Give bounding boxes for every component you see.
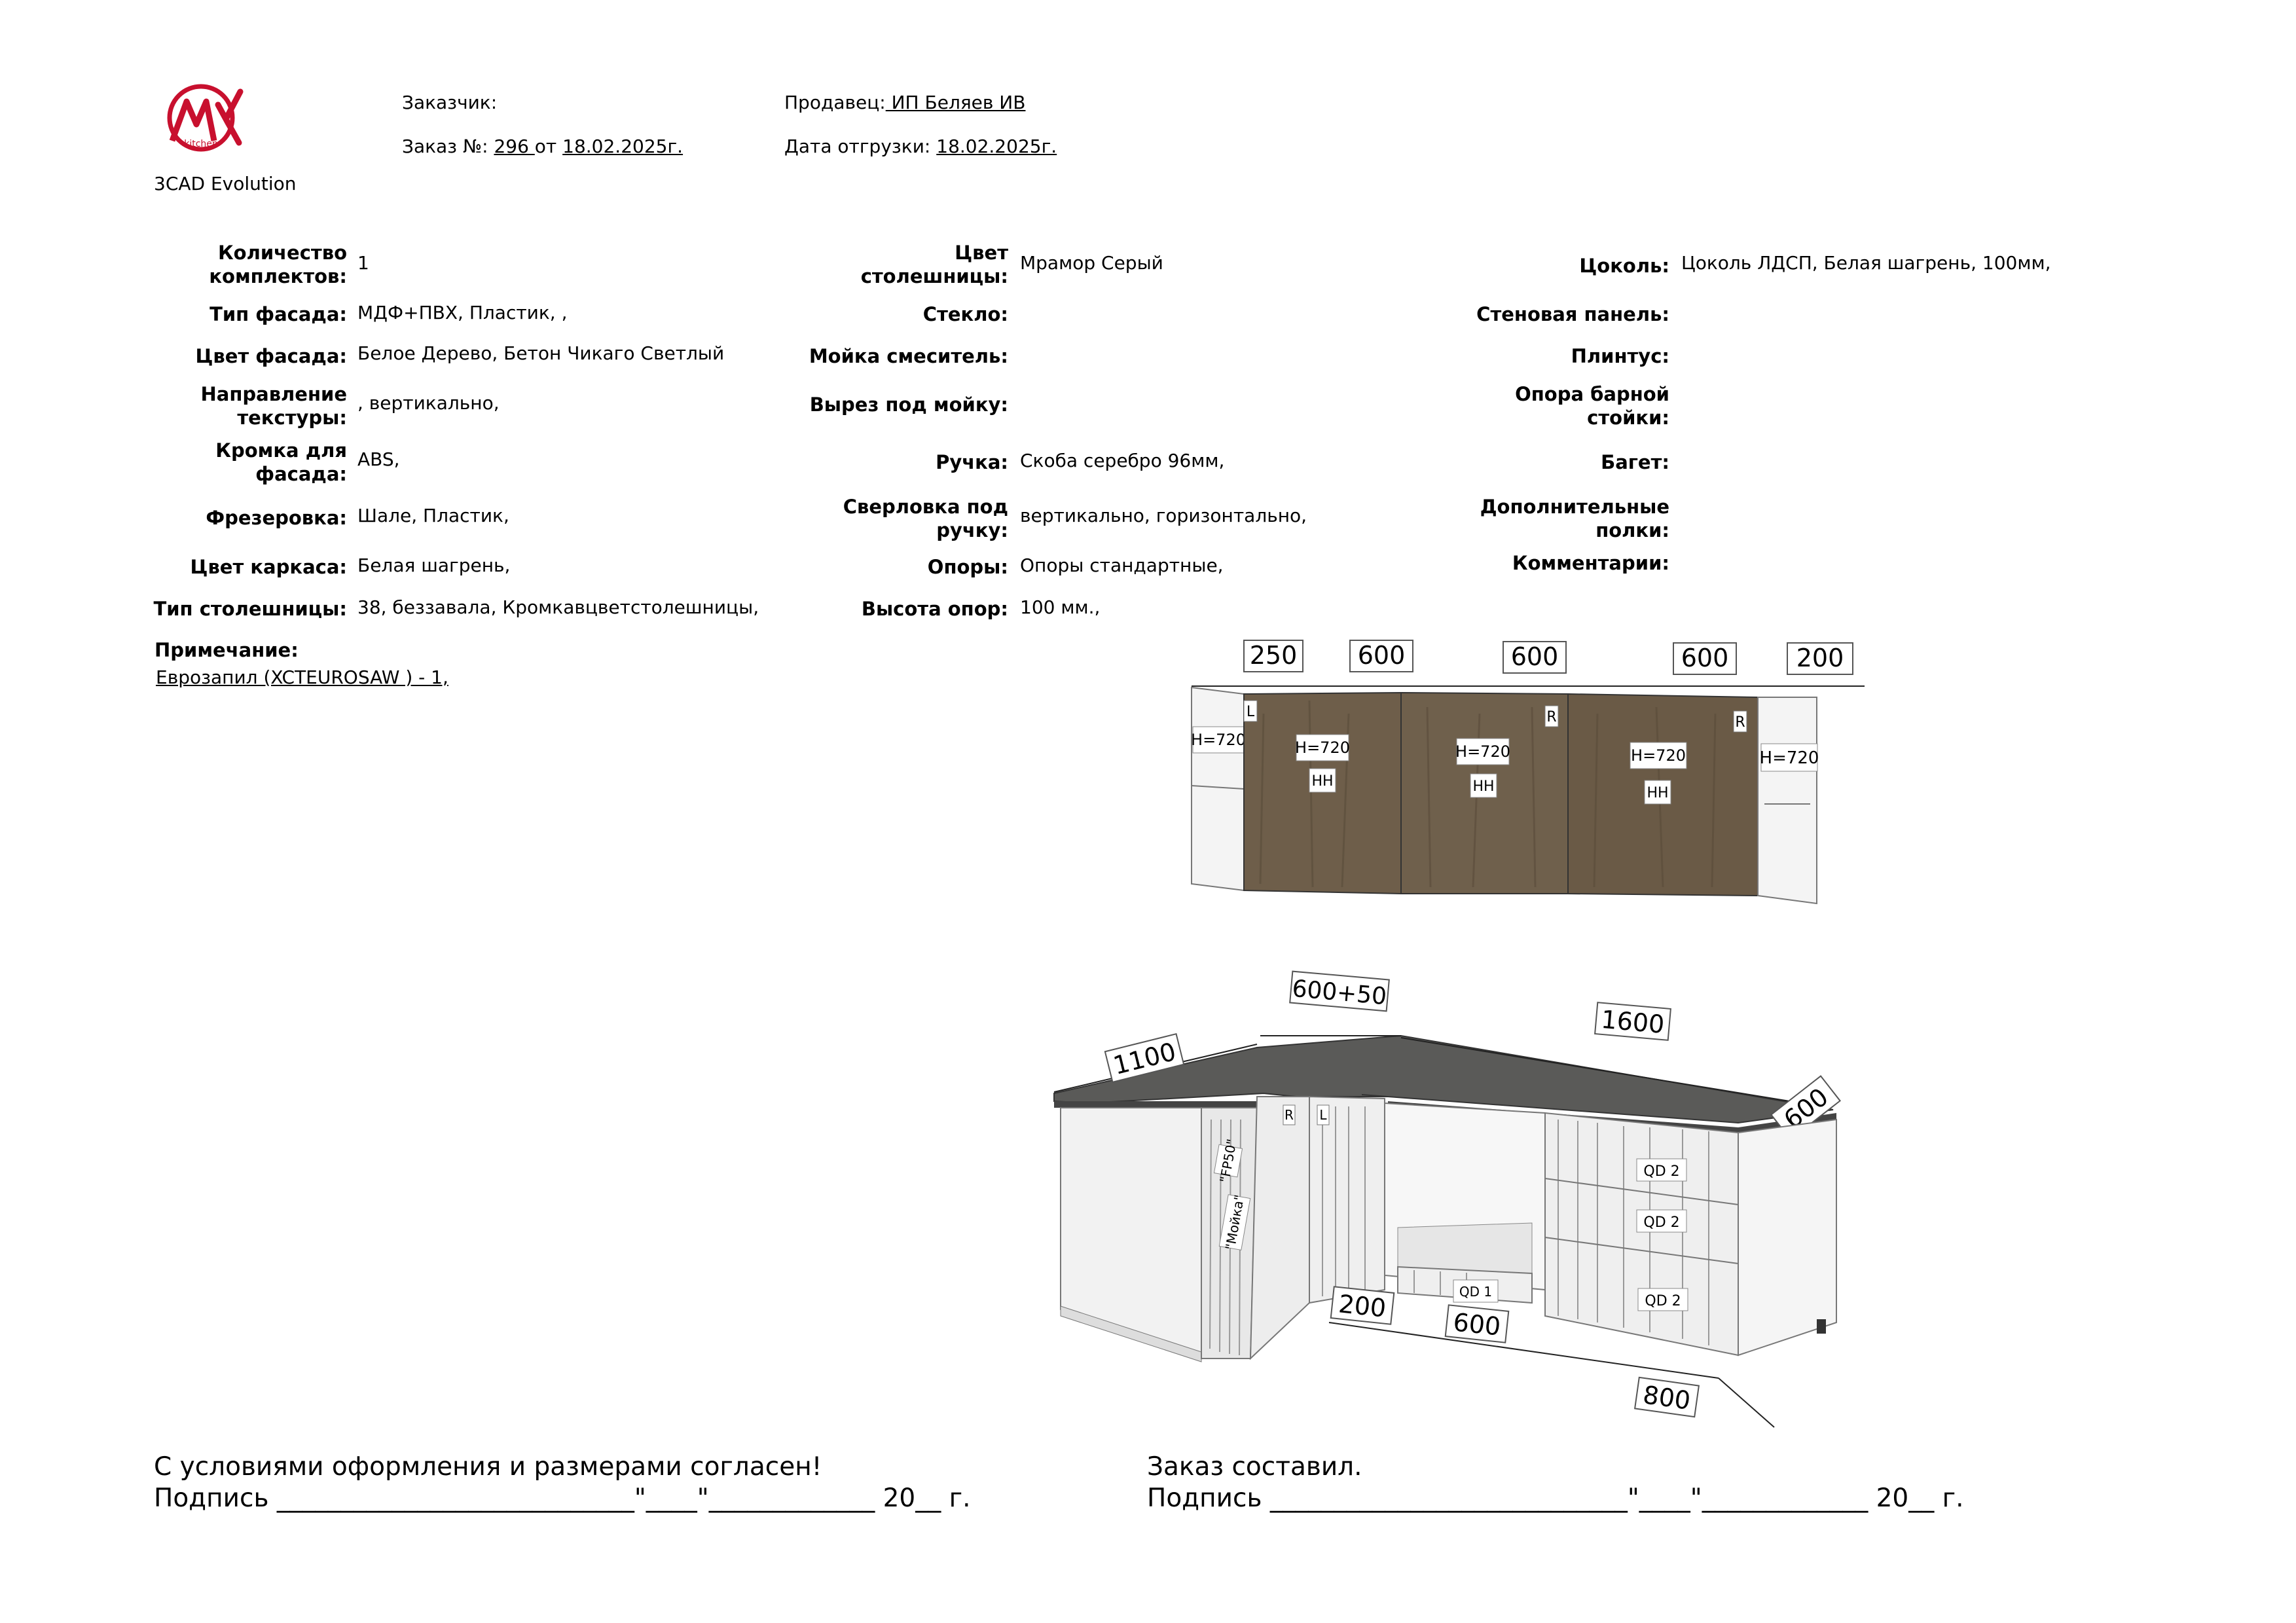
- upper-hh-2: HH: [1472, 778, 1494, 795]
- upper-left-shelf: H=720: [1191, 686, 1246, 892]
- lower-qd2-label-a: QD 2: [1643, 1163, 1679, 1180]
- lower-r-label: R: [1285, 1107, 1294, 1123]
- spec-value-texture: , вертикально,: [357, 392, 500, 414]
- lower-dims-bottom: 200 600 800: [1330, 1286, 1700, 1418]
- footer-right-signature: Подпись ____________________________"___…: [1147, 1484, 1964, 1513]
- lower-dim-1600: 1600: [1600, 1005, 1666, 1039]
- order-label: Заказ №:: [402, 136, 488, 157]
- upper-dim-600-a: 600: [1358, 641, 1406, 670]
- upper-h-label-2: H=720: [1455, 742, 1510, 761]
- logo-sub-text: kitchen: [184, 139, 218, 149]
- shipment-line: Дата отгрузки: 18.02.2025г.: [784, 136, 1057, 157]
- upper-doors: L R R H=720 HH H=720 HH H=720 HH: [1243, 691, 1758, 897]
- customer-label: Заказчик:: [402, 92, 498, 113]
- spec-label-sink-cutout: Вырез под мойку:: [809, 393, 1008, 416]
- spec-label-supports: Опоры:: [927, 556, 1008, 578]
- footer-right-title: Заказ составил.: [1147, 1452, 1362, 1482]
- lower-qd1-label: QD 1: [1459, 1284, 1492, 1300]
- spec-label-sink: Мойка смеситель:: [809, 345, 1008, 367]
- spec-value-worktop-color: Мрамор Серый: [1020, 252, 1163, 274]
- spec-value-edge: ABS,: [357, 448, 400, 470]
- spec-label-carcass-color: Цвет каркаса:: [190, 556, 347, 578]
- spec-value-drilling: вертикально, горизонтально,: [1020, 505, 1307, 526]
- footer-left-signature: Подпись ____________________________"___…: [154, 1484, 971, 1513]
- spec-label-baguette: Багет:: [1601, 451, 1669, 473]
- upper-r-label-a: R: [1546, 709, 1556, 725]
- shipment-date: 18.02.2025г.: [936, 136, 1057, 157]
- upper-dim-600-b: 600: [1511, 642, 1559, 671]
- lower-l-label: L: [1319, 1107, 1327, 1123]
- spec-value-worktop-type: 38, беззавала, Кромкавцветстолешницы,: [357, 596, 759, 618]
- spec-label-facade-type: Тип фасада:: [210, 303, 347, 325]
- upper-h-label-1: H=720: [1295, 739, 1350, 757]
- upper-dim-250: 250: [1250, 641, 1298, 670]
- spec-label-drilling: Сверловка под ручку:: [843, 496, 1008, 541]
- spec-label-support-height: Высота опор:: [861, 598, 1008, 620]
- spec-value-facade-color: Белое Дерево, Бетон Чикаго Светлый: [357, 342, 725, 364]
- lower-corner-panels: "FP50" "Мойка" R: [1201, 1096, 1310, 1360]
- app-name: 3CAD Evolution: [154, 173, 297, 194]
- order-number: 296: [494, 136, 535, 157]
- lower-dim-600: 600: [1452, 1307, 1503, 1341]
- upper-dim-labels: 250 600 600 600 200: [1243, 640, 1853, 675]
- lower-dim-200: 200: [1338, 1289, 1388, 1322]
- order-date: 18.02.2025г.: [562, 136, 683, 157]
- lower-drawer-cabinet: QD 2 QD 2 QD 2: [1544, 1112, 1739, 1357]
- spec-value-handle: Скоба серебро 96мм,: [1020, 450, 1225, 471]
- lower-right-side: [1738, 1118, 1837, 1357]
- spec-value-plinth: Цоколь ЛДСП, Белая шагрень, 100мм,: [1681, 252, 2051, 274]
- spec-label-sets: Количество комплектов:: [209, 242, 347, 287]
- upper-h-label-3: H=720: [1631, 746, 1686, 765]
- upper-r-label-b: R: [1735, 714, 1745, 731]
- spec-value-sets: 1: [357, 252, 369, 274]
- spec-label-extra-shelves: Дополнительные полки:: [1480, 496, 1669, 541]
- order-line: Заказ №: 296 от 18.02.2025г.: [402, 136, 683, 157]
- seller-value: ИП Беляев ИВ: [885, 92, 1026, 113]
- spec-value-carcass-color: Белая шагрень,: [357, 555, 511, 576]
- spec-value-milling: Шале, Пластик,: [357, 505, 509, 526]
- order-from: от: [534, 136, 557, 157]
- upper-l-label: L: [1247, 704, 1255, 720]
- spec-value-supports: Опоры стандартные,: [1020, 555, 1224, 576]
- upper-h-label-right: H=720: [1760, 748, 1819, 768]
- upper-dim-600-c: 600: [1681, 644, 1729, 672]
- upper-right-shelf: H=720: [1757, 697, 1819, 905]
- spec-label-texture: Направление текстуры:: [200, 383, 348, 429]
- lower-qd2-label-c: QD 2: [1645, 1293, 1681, 1309]
- company-logo: kitchen: [160, 79, 252, 157]
- spec-value-support-height: 100 мм.,: [1020, 596, 1101, 618]
- kitchen-drawing: 250 600 600 600 200 H=720 L R: [1034, 635, 1886, 1453]
- spec-label-plinth: Цоколь:: [1579, 255, 1669, 277]
- upper-dim-200: 200: [1796, 644, 1844, 672]
- spec-label-worktop-color: Цвет столешницы:: [860, 242, 1008, 287]
- spec-label-edge: Кромка для фасада:: [215, 439, 347, 485]
- upper-hh-1: HH: [1311, 773, 1333, 790]
- upper-hh-3: HH: [1647, 785, 1668, 801]
- lower-dims-top: 1100 600+50 1600 600: [1104, 970, 1842, 1140]
- upper-h-label-left: H=720: [1191, 731, 1246, 749]
- spec-label-bar-support: Опора барной стойки:: [1515, 383, 1669, 429]
- spec-label-worktop-type: Тип столешницы:: [153, 598, 347, 620]
- note-label: Примечание:: [155, 639, 299, 661]
- footer-left-agree: С условиями оформления и размерами согла…: [154, 1452, 822, 1482]
- spec-value-facade-type: МДФ+ПВХ, Пластик, ,: [357, 302, 568, 323]
- spec-label-baseboard: Плинтус:: [1571, 345, 1669, 367]
- spec-label-facade-color: Цвет фасада:: [195, 345, 347, 367]
- seller-label: Продавец:: [784, 92, 886, 113]
- spec-label-wall-panel: Стеновая панель:: [1476, 303, 1669, 325]
- lower-qd2-label-b: QD 2: [1643, 1214, 1679, 1231]
- lower-dim-800: 800: [1641, 1380, 1692, 1415]
- lower-sink-cabinet: L: [1309, 1095, 1385, 1304]
- lower-oven-niche: QD 1: [1384, 1102, 1546, 1304]
- seller-line: Продавец: ИП Беляев ИВ: [784, 92, 1025, 113]
- spec-label-glass: Стекло:: [922, 303, 1008, 325]
- shipment-label: Дата отгрузки:: [784, 136, 931, 157]
- spec-label-handle: Ручка:: [936, 451, 1008, 473]
- spec-label-milling: Фрезеровка:: [206, 507, 347, 529]
- spec-label-comments: Комментарии:: [1512, 552, 1669, 574]
- note-value: Еврозапил (XCTEUROSAW ) - 1,: [156, 666, 448, 688]
